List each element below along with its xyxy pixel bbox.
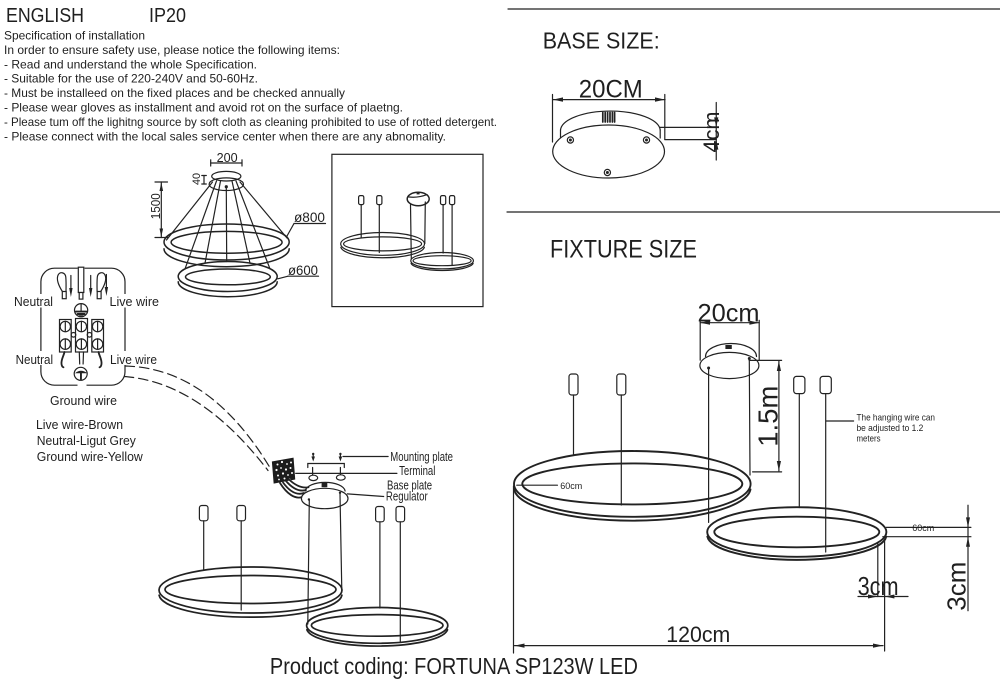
svg-text:Product coding: FORTUNA SP123W: Product coding: FORTUNA SP123W LED (270, 653, 638, 679)
svg-text:60cm: 60cm (560, 481, 582, 491)
svg-text:Ground wire-Yellow: Ground wire-Yellow (37, 449, 144, 464)
svg-text:ENGLISH: ENGLISH (6, 5, 84, 27)
svg-text:- Please connect with the loca: - Please connect with the local sales se… (4, 129, 446, 143)
svg-text:- Suitable for the use of 220-: - Suitable for the use of 220-240V and 5… (4, 72, 258, 86)
svg-text:- Read and understand the whol: - Read and understand the whole Specific… (4, 57, 257, 71)
svg-text:Specification of installation: Specification of installation (4, 29, 145, 43)
svg-text:IP20: IP20 (149, 5, 186, 27)
svg-text:Base plate: Base plate (387, 479, 432, 493)
svg-text:Ground wire: Ground wire (50, 394, 117, 408)
svg-text:- Please wear gloves as instal: - Please wear gloves as installment and … (4, 101, 403, 115)
svg-text:20cm: 20cm (698, 300, 760, 328)
svg-text:Regulator: Regulator (386, 490, 428, 504)
svg-text:The hanging wire can: The hanging wire can (857, 413, 936, 424)
svg-text:Neutral: Neutral (16, 353, 54, 367)
svg-text:Neutral: Neutral (14, 295, 53, 309)
svg-text:20CM: 20CM (579, 76, 643, 104)
svg-text:ø800: ø800 (294, 210, 325, 225)
svg-text:120cm: 120cm (666, 622, 730, 647)
svg-text:1.5m: 1.5m (753, 386, 784, 447)
svg-text:Live wire: Live wire (110, 295, 160, 309)
svg-text:40: 40 (191, 173, 203, 185)
svg-text:Neutral-Ligut Grey: Neutral-Ligut Grey (37, 433, 136, 448)
svg-text:In order to ensure safety use,: In order to ensure safety use, please no… (4, 43, 340, 57)
svg-text:Mounting plate: Mounting plate (390, 450, 453, 464)
svg-text:200: 200 (217, 151, 238, 165)
svg-text:Terminal: Terminal (399, 464, 435, 478)
svg-text:1500: 1500 (149, 193, 163, 219)
svg-text:- Must be installeed on the fi: - Must be installeed on the fixed places… (4, 86, 345, 100)
svg-text:be adjusted to 1.2: be adjusted to 1.2 (857, 423, 924, 434)
svg-text:4cm: 4cm (699, 112, 724, 153)
svg-text:Live wire: Live wire (110, 353, 157, 367)
svg-text:BASE SIZE:: BASE SIZE: (543, 28, 660, 54)
svg-text:3cm: 3cm (942, 562, 972, 611)
svg-text:FIXTURE SIZE: FIXTURE SIZE (550, 236, 697, 264)
svg-text:- Please tum off the lighitng: - Please tum off the lighitng source by … (4, 115, 497, 129)
svg-text:60cm: 60cm (912, 523, 934, 533)
svg-text:3cm: 3cm (858, 571, 899, 601)
svg-text:meters: meters (857, 434, 881, 445)
svg-text:Live wire-Brown: Live wire-Brown (36, 417, 123, 432)
svg-text:ø600: ø600 (288, 263, 318, 278)
